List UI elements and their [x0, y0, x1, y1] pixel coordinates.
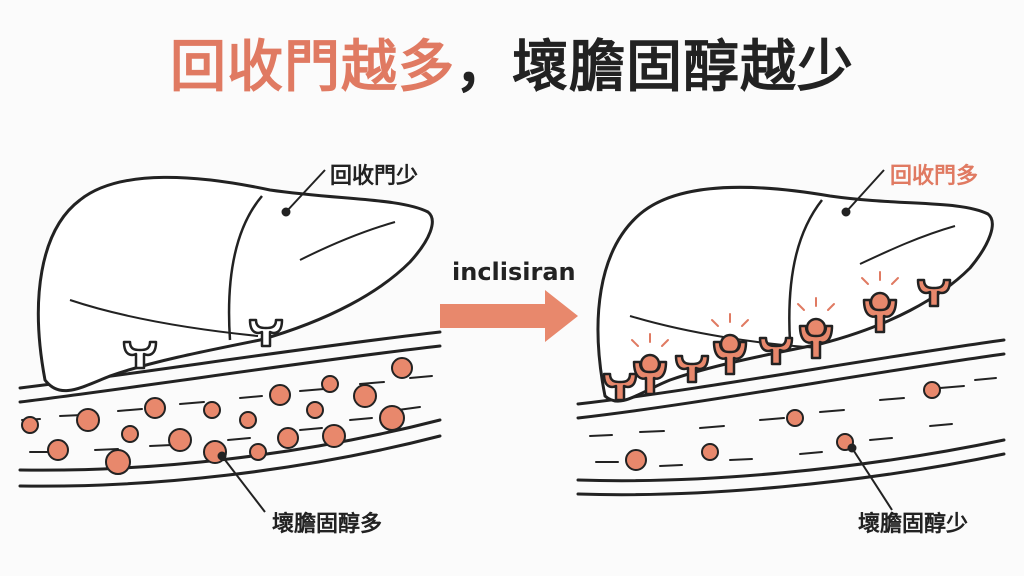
left-receptor-label: 回收門少	[330, 164, 419, 189]
right-panel	[576, 169, 1006, 511]
bound-receptor-icon	[862, 291, 898, 334]
right-receptor-label: 回收門多	[890, 164, 979, 189]
left-panel	[18, 169, 442, 513]
receptor-icon	[122, 340, 158, 370]
right-ldl-particles	[625, 381, 941, 471]
drug-label: inclisiran	[452, 258, 576, 286]
headline-separator: ，	[455, 35, 512, 100]
transition-arrow	[440, 290, 578, 342]
receptor-icon	[758, 336, 794, 366]
headline-highlight: 回收門越多	[170, 35, 455, 100]
right-vessel-flow-lines	[589, 377, 997, 467]
left-cholesterol-label: 壞膽固醇多	[272, 512, 383, 537]
headline: 回收門越多，壞膽固醇越少	[0, 28, 1024, 108]
left-leader-lines	[217, 169, 326, 513]
receptor-icon	[674, 354, 710, 384]
left-liver	[36, 175, 434, 393]
receptor-icon	[916, 278, 952, 308]
bound-receptor-icon	[798, 317, 834, 360]
right-liver	[596, 185, 994, 403]
right-receptors	[602, 278, 952, 402]
right-leader-lines	[841, 169, 893, 511]
headline-rest: 壞膽固醇越少	[512, 35, 854, 100]
left-receptors	[122, 318, 284, 370]
bound-receptor-icon	[712, 333, 748, 376]
receptor-icon	[248, 318, 284, 348]
right-blood-vessel	[576, 338, 1006, 497]
binding-burst-marks	[631, 271, 899, 347]
right-cholesterol-label: 壞膽固醇少	[858, 512, 969, 537]
bound-receptor-icon	[632, 353, 668, 396]
left-ldl-particles	[21, 357, 413, 475]
